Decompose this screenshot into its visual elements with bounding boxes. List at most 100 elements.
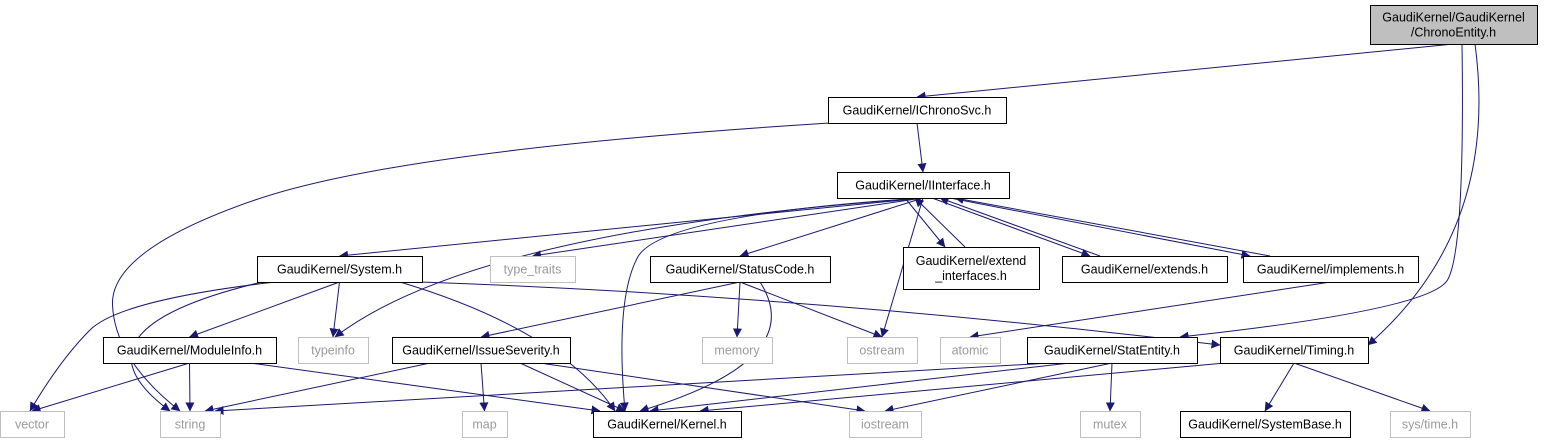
edge-statuscode-to-memory bbox=[732, 281, 742, 338]
edge-arrow bbox=[539, 362, 866, 415]
node-box bbox=[103, 337, 277, 364]
edge-arrow bbox=[904, 197, 946, 248]
node-box bbox=[828, 97, 1007, 124]
node-label: type_traits bbox=[504, 263, 562, 277]
nodes-layer: GaudiKernel/GaudiKernel/ChronoEntity.hGa… bbox=[0, 5, 1538, 438]
edge-arrow bbox=[329, 281, 340, 338]
edge-system-to-moduleinfo bbox=[189, 281, 340, 339]
node-label: GaudiKernel/ModuleInfo.h bbox=[117, 344, 262, 358]
node-box bbox=[940, 337, 1001, 364]
node-label: memory bbox=[714, 344, 760, 358]
node-label: GaudiKernel/SystemBase.h bbox=[1188, 418, 1342, 432]
node-extends[interactable]: GaudiKernel/extends.h bbox=[1062, 256, 1228, 283]
edge-arrow bbox=[931, 197, 1091, 258]
edge-arrow bbox=[884, 362, 1113, 414]
node-box bbox=[702, 337, 773, 364]
edge-ichronosvc-to-string bbox=[111, 122, 831, 412]
node-implements[interactable]: GaudiKernel/implements.h bbox=[1243, 256, 1419, 283]
node-box bbox=[298, 337, 369, 364]
node-box bbox=[1220, 337, 1369, 364]
node-ostream: ostream bbox=[847, 337, 918, 364]
node-extend_interfaces[interactable]: GaudiKernel/extend_interfaces.h bbox=[903, 247, 1040, 290]
node-label: GaudiKernel/Timing.h bbox=[1234, 344, 1354, 358]
node-iostream: iostream bbox=[849, 411, 922, 438]
edge-iinterface-to-statuscode bbox=[739, 197, 924, 258]
edge-statentity-to-string bbox=[214, 362, 1051, 416]
node-issueseverity[interactable]: GaudiKernel/IssueSeverity.h bbox=[392, 337, 571, 364]
edge-arrow bbox=[1179, 43, 1463, 341]
node-box bbox=[849, 411, 922, 438]
edge-arrow bbox=[29, 281, 276, 412]
edge-arrow bbox=[249, 362, 601, 415]
node-root[interactable]: GaudiKernel/GaudiKernel/ChronoEntity.h bbox=[1370, 5, 1538, 45]
node-box bbox=[837, 172, 1010, 199]
edge-statentity-to-mutex bbox=[1105, 362, 1115, 412]
node-box bbox=[1180, 411, 1351, 438]
node-label: GaudiKernel/StatEntity.h bbox=[1044, 344, 1180, 358]
node-box bbox=[593, 411, 742, 438]
edge-arrow bbox=[699, 362, 1226, 415]
node-label: GaudiKernel/StatusCode.h bbox=[666, 263, 815, 277]
edge-extend_interfaces-to-iinterface bbox=[914, 197, 966, 248]
edge-arrow bbox=[619, 197, 924, 412]
edge-extends-to-iinterface bbox=[939, 196, 1101, 257]
node-label: vector bbox=[15, 418, 49, 432]
edge-issueseverity-to-iostream bbox=[539, 362, 866, 415]
edge-iinterface-to-system bbox=[339, 197, 924, 260]
edge-arrow bbox=[480, 281, 741, 340]
edge-arrow bbox=[732, 281, 742, 338]
node-box bbox=[1390, 411, 1471, 438]
edge-moduleinfo-to-vector bbox=[31, 362, 190, 413]
node-box bbox=[392, 337, 571, 364]
node-box bbox=[1370, 5, 1538, 45]
edge-statentity-to-kernel bbox=[649, 362, 1071, 415]
node-label: _interfaces.h bbox=[934, 269, 1007, 283]
edge-iinterface-to-typeinfo bbox=[334, 197, 924, 338]
edge-implements-to-iinterface bbox=[954, 195, 1271, 257]
node-atomic: atomic bbox=[940, 337, 1001, 364]
edge-statentity-to-iostream bbox=[884, 362, 1113, 414]
edge-root-to-timing bbox=[1367, 43, 1480, 346]
node-box bbox=[1080, 411, 1141, 438]
edge-arrow bbox=[111, 122, 831, 412]
node-box bbox=[903, 247, 1040, 290]
edge-issueseverity-to-kernel bbox=[519, 362, 626, 412]
edge-system-to-typeinfo bbox=[329, 281, 340, 338]
edge-arrow bbox=[739, 281, 883, 339]
node-system[interactable]: GaudiKernel/System.h bbox=[257, 256, 423, 283]
edge-moduleinfo-to-string bbox=[185, 362, 195, 412]
edge-arrow bbox=[1264, 362, 1295, 412]
node-box bbox=[1062, 256, 1228, 283]
edge-ichronosvc-to-iinterface bbox=[916, 122, 927, 173]
edge-iinterface-to-extend_interfaces bbox=[904, 197, 946, 248]
edge-system-to-timing bbox=[419, 281, 1221, 349]
node-statentity[interactable]: GaudiKernel/StatEntity.h bbox=[1027, 337, 1198, 364]
node-ichronosvc[interactable]: GaudiKernel/IChronoSvc.h bbox=[828, 97, 1007, 124]
node-iinterface[interactable]: GaudiKernel/IInterface.h bbox=[837, 172, 1010, 199]
edge-arrow bbox=[1293, 362, 1431, 413]
node-moduleinfo[interactable]: GaudiKernel/ModuleInfo.h bbox=[103, 337, 277, 364]
node-label: iostream bbox=[861, 418, 909, 432]
edge-iinterface-to-kernel bbox=[619, 197, 924, 412]
edge-issueseverity-to-map bbox=[479, 362, 489, 412]
node-box bbox=[1027, 337, 1198, 364]
node-systembase[interactable]: GaudiKernel/SystemBase.h bbox=[1180, 411, 1351, 438]
edge-arrow bbox=[949, 197, 1251, 259]
node-statuscode[interactable]: GaudiKernel/StatusCode.h bbox=[650, 256, 831, 283]
edge-statuscode-to-ostream bbox=[739, 281, 883, 339]
node-label: GaudiKernel/extend bbox=[916, 254, 1027, 268]
edge-timing-to-systime bbox=[1293, 362, 1431, 413]
node-label: GaudiKernel/GaudiKernel bbox=[1382, 11, 1524, 25]
node-label: GaudiKernel/implements.h bbox=[1257, 263, 1404, 277]
node-label: /ChronoEntity.h bbox=[1411, 26, 1496, 40]
node-label: string bbox=[175, 418, 206, 432]
node-kernel[interactable]: GaudiKernel/Kernel.h bbox=[593, 411, 742, 438]
node-box bbox=[1243, 256, 1419, 283]
node-label: atomic bbox=[952, 344, 989, 358]
edge-arrow bbox=[739, 197, 924, 258]
edge-iinterface-to-implements bbox=[949, 197, 1251, 259]
node-timing[interactable]: GaudiKernel/Timing.h bbox=[1220, 337, 1369, 364]
edge-root-to-statentity bbox=[1179, 43, 1463, 341]
node-label: GaudiKernel/extends.h bbox=[1081, 263, 1208, 277]
node-label: GaudiKernel/Kernel.h bbox=[607, 418, 727, 432]
